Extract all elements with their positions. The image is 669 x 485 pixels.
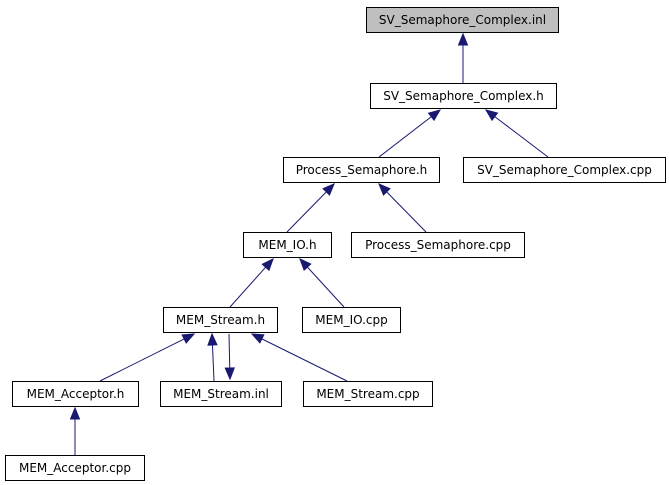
edge-line [211, 344, 215, 382]
edge-mem-stream-inl-to-mem-stream-h [207, 332, 218, 382]
edge-mem-stream-h-to-mem-stream-inl [224, 333, 235, 381]
node-label: SV_Semaphore_Complex.inl [379, 13, 546, 27]
edge-mem-stream-h-to-mem-io-h [229, 258, 274, 308]
edge-line [386, 191, 427, 233]
node-box[interactable] [366, 7, 559, 33]
node-mem-io-cpp[interactable]: MEM_IO.cpp [302, 307, 401, 333]
node-label: MEM_Stream.cpp [316, 387, 419, 401]
node-box[interactable] [12, 381, 139, 407]
edge-line [378, 116, 432, 158]
node-mem-acceptor-cpp[interactable]: MEM_Acceptor.cpp [5, 455, 145, 481]
node-mem-acceptor-h[interactable]: MEM_Acceptor.h [12, 381, 139, 407]
node-box[interactable] [302, 307, 401, 333]
node-box[interactable] [370, 83, 557, 109]
edge-mem-io-cpp-to-mem-io-h [299, 258, 345, 308]
node-mem-stream-cpp[interactable]: MEM_Stream.cpp [303, 381, 433, 407]
edge-arrowhead [250, 333, 265, 344]
edge-arrowhead [299, 258, 312, 272]
edge-mem-acceptor-cpp-to-mem-acceptor-h [69, 406, 81, 455]
edge-line [494, 116, 549, 158]
edge-mem-io-h-to-process-semaphore-h [286, 183, 335, 233]
node-label: MEM_Stream.h [176, 313, 265, 327]
node-sv-semaphore-complex-inl[interactable]: SV_Semaphore_Complex.inl [366, 7, 559, 33]
node-label: Process_Semaphore.cpp [365, 238, 511, 252]
node-mem-io-h[interactable]: MEM_IO.h [243, 232, 332, 258]
edge-mem-stream-cpp-to-mem-stream-h [250, 333, 348, 382]
node-label: MEM_IO.h [258, 238, 316, 252]
node-label: SV_Semaphore_Complex.h [383, 89, 544, 103]
node-label: MEM_Acceptor.cpp [19, 461, 131, 475]
node-box[interactable] [5, 455, 145, 481]
edge-line [261, 338, 348, 382]
edge-sv-semaphore-complex-cpp-to-sv-semaphore-complex-h [484, 109, 549, 158]
node-box[interactable] [463, 157, 666, 183]
node-label: SV_Semaphore_Complex.cpp [477, 163, 652, 177]
edge-arrowhead [261, 258, 274, 272]
edge-arrowhead [457, 32, 469, 46]
node-process-semaphore-h[interactable]: Process_Semaphore.h [283, 157, 440, 183]
edge-arrowhead [378, 183, 391, 196]
node-box[interactable] [351, 232, 525, 258]
edge-line [99, 338, 185, 382]
node-sv-semaphore-complex-h[interactable]: SV_Semaphore_Complex.h [370, 83, 557, 109]
edge-line [286, 191, 327, 233]
edge-line [307, 266, 345, 308]
node-process-semaphore-cpp[interactable]: Process_Semaphore.cpp [351, 232, 525, 258]
node-box[interactable] [303, 381, 433, 407]
edge-sv-semaphore-complex-h-to-sv-semaphore-complex-inl [457, 32, 469, 83]
edge-arrowhead [69, 406, 81, 420]
edge-mem-acceptor-h-to-mem-stream-h [99, 333, 196, 382]
edge-arrowhead [224, 367, 235, 381]
node-sv-semaphore-complex-cpp[interactable]: SV_Semaphore_Complex.cpp [463, 157, 666, 183]
node-mem-stream-h[interactable]: MEM_Stream.h [163, 307, 278, 333]
edge-process-semaphore-h-to-sv-semaphore-complex-h [378, 109, 442, 158]
edge-arrowhead [181, 333, 196, 344]
node-box[interactable] [243, 232, 332, 258]
node-label: MEM_IO.cpp [315, 313, 387, 327]
node-box[interactable] [283, 157, 440, 183]
edge-arrowhead [427, 109, 442, 122]
node-label: MEM_Acceptor.h [27, 387, 125, 401]
edge-arrowhead [207, 332, 218, 346]
node-mem-stream-inl[interactable]: MEM_Stream.inl [160, 381, 282, 407]
edges-layer [69, 32, 549, 455]
nodes-layer: SV_Semaphore_Complex.inlSV_Semaphore_Com… [5, 7, 666, 481]
edge-arrowhead [322, 183, 335, 196]
node-box[interactable] [163, 307, 278, 333]
edge-line [228, 333, 231, 369]
edge-arrowhead [484, 109, 499, 122]
edge-process-semaphore-cpp-to-process-semaphore-h [378, 183, 427, 233]
edge-line [229, 266, 267, 308]
node-label: MEM_Stream.inl [173, 387, 269, 401]
node-label: Process_Semaphore.h [296, 163, 428, 177]
node-box[interactable] [160, 381, 282, 407]
